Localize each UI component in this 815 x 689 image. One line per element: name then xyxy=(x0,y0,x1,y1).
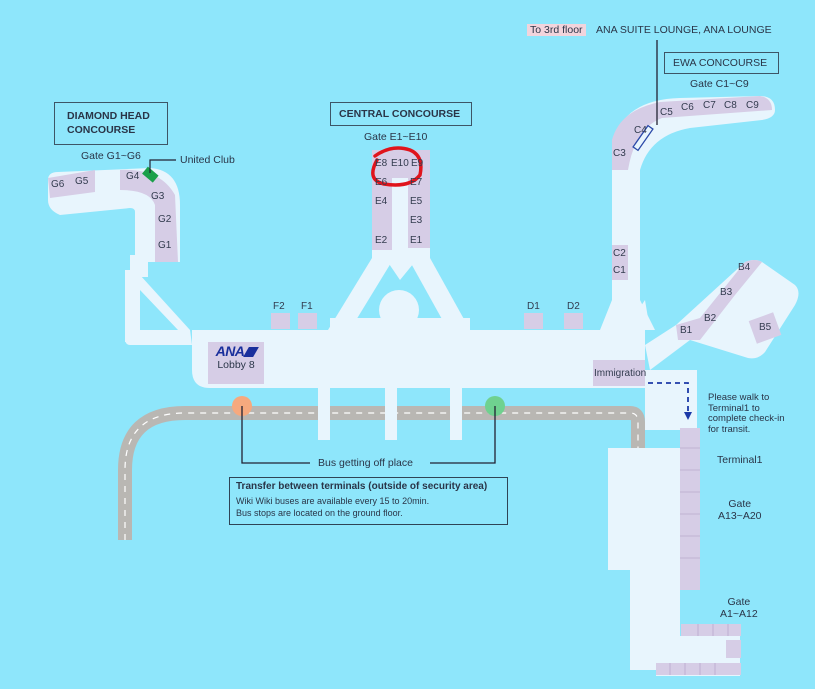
gate-c2[interactable]: C2 xyxy=(613,248,626,259)
gate-range-e: Gate E1~E10 xyxy=(364,131,428,143)
transfer-info-line: Bus stops are located on the ground floo… xyxy=(236,508,403,518)
transit-arrow-icon xyxy=(684,412,692,420)
gate-range-a13: Gate A13~A20 xyxy=(718,498,762,522)
gate-e6[interactable]: E6 xyxy=(375,177,388,188)
gate-range: A13~A20 xyxy=(718,510,762,522)
gate-blocks xyxy=(48,96,782,675)
bus-getting-off-label: Bus getting off place xyxy=(318,457,413,469)
gate-c1[interactable]: C1 xyxy=(613,265,626,276)
gate-range-a1: Gate A1~A12 xyxy=(720,596,758,620)
bus-leader-left xyxy=(241,406,310,464)
gate-word: Gate xyxy=(728,498,752,510)
diamond-head-title: DIAMOND HEAD CONCOURSE xyxy=(54,102,168,145)
gate-range-g: Gate G1~G6 xyxy=(81,150,141,162)
ana-logo: ANA xyxy=(208,343,264,359)
gate-c4[interactable]: C4 xyxy=(634,125,647,136)
gate-e7[interactable]: E7 xyxy=(410,177,423,188)
terminal1-label: Terminal1 xyxy=(717,454,763,466)
ana-logo-mark xyxy=(243,347,260,357)
bus-leader-right xyxy=(430,406,496,464)
transfer-info-line: Wiki Wiki buses are available every 15 t… xyxy=(236,496,430,506)
gate-g6[interactable]: G6 xyxy=(51,179,65,190)
gate-e3[interactable]: E3 xyxy=(410,215,423,226)
gate-e2[interactable]: E2 xyxy=(375,235,388,246)
ana-logo-text: ANA xyxy=(215,343,245,359)
gate-c7[interactable]: C7 xyxy=(703,100,716,111)
red-circle-annotation xyxy=(371,146,423,187)
gate-b2[interactable]: B2 xyxy=(704,313,717,324)
gate-b3[interactable]: B3 xyxy=(720,287,733,298)
title-line: DIAMOND HEAD xyxy=(67,110,150,122)
united-club-label: United Club xyxy=(180,154,235,166)
gate-range: A1~A12 xyxy=(720,608,758,620)
gate-e1[interactable]: E1 xyxy=(410,235,423,246)
lobby-name: Lobby 8 xyxy=(217,359,255,371)
united-club-leader xyxy=(149,159,176,173)
gate-b5[interactable]: B5 xyxy=(759,322,772,333)
gate-g3[interactable]: G3 xyxy=(151,191,165,202)
gate-g4[interactable]: G4 xyxy=(126,171,140,182)
transit-path xyxy=(648,382,689,417)
gate-f1[interactable]: F1 xyxy=(301,301,313,312)
transfer-info-title: Transfer between terminals (outside of s… xyxy=(236,481,488,492)
transfer-info-box: Transfer between terminals (outside of s… xyxy=(229,477,508,525)
transit-note: Please walk to Terminal1 to complete che… xyxy=(708,392,785,435)
immigration-label[interactable]: Immigration xyxy=(594,368,647,379)
gate-word: Gate xyxy=(727,596,751,608)
gate-f2[interactable]: F2 xyxy=(273,301,285,312)
lounge-name[interactable]: ANA SUITE LOUNGE, ANA LOUNGE xyxy=(596,24,772,36)
gate-c6[interactable]: C6 xyxy=(681,102,694,113)
united-club-marker[interactable] xyxy=(142,166,159,183)
lobby-8[interactable]: ANA Lobby 8 xyxy=(208,343,264,371)
gate-c5[interactable]: C5 xyxy=(660,107,673,118)
ewa-concourse-title: EWA CONCOURSE xyxy=(664,52,779,74)
gate-e10[interactable]: E10 xyxy=(391,158,409,169)
gate-c8[interactable]: C8 xyxy=(724,100,737,111)
transit-note-line: Terminal1 to xyxy=(708,402,760,414)
transit-note-line: for transit. xyxy=(708,423,751,435)
a-gate-dividers xyxy=(669,447,729,675)
gate-e4[interactable]: E4 xyxy=(375,196,388,207)
gate-c3[interactable]: C3 xyxy=(613,148,626,159)
transit-note-line: Please walk to xyxy=(708,392,770,403)
gate-g5[interactable]: G5 xyxy=(75,176,89,187)
gate-e5[interactable]: E5 xyxy=(410,196,423,207)
lounge-floor-tag: To 3rd floor xyxy=(527,24,586,36)
title-line: CONCOURSE xyxy=(67,124,136,136)
gate-b1[interactable]: B1 xyxy=(680,325,693,336)
gate-g2[interactable]: G2 xyxy=(158,214,172,225)
gate-d1[interactable]: D1 xyxy=(527,301,540,312)
gate-d2[interactable]: D2 xyxy=(567,301,580,312)
gate-b4[interactable]: B4 xyxy=(738,262,751,273)
gate-e8[interactable]: E8 xyxy=(375,158,388,169)
gate-e9[interactable]: E9 xyxy=(411,158,424,169)
central-concourse-title: CENTRAL CONCOURSE xyxy=(330,102,472,126)
gate-c9[interactable]: C9 xyxy=(746,100,759,111)
bus-road xyxy=(118,406,645,540)
gate-g1[interactable]: G1 xyxy=(158,240,172,251)
gate-range-c: Gate C1~C9 xyxy=(690,78,749,90)
escalator-icon[interactable] xyxy=(632,124,654,152)
transit-note-line: complete check-in xyxy=(708,413,785,424)
